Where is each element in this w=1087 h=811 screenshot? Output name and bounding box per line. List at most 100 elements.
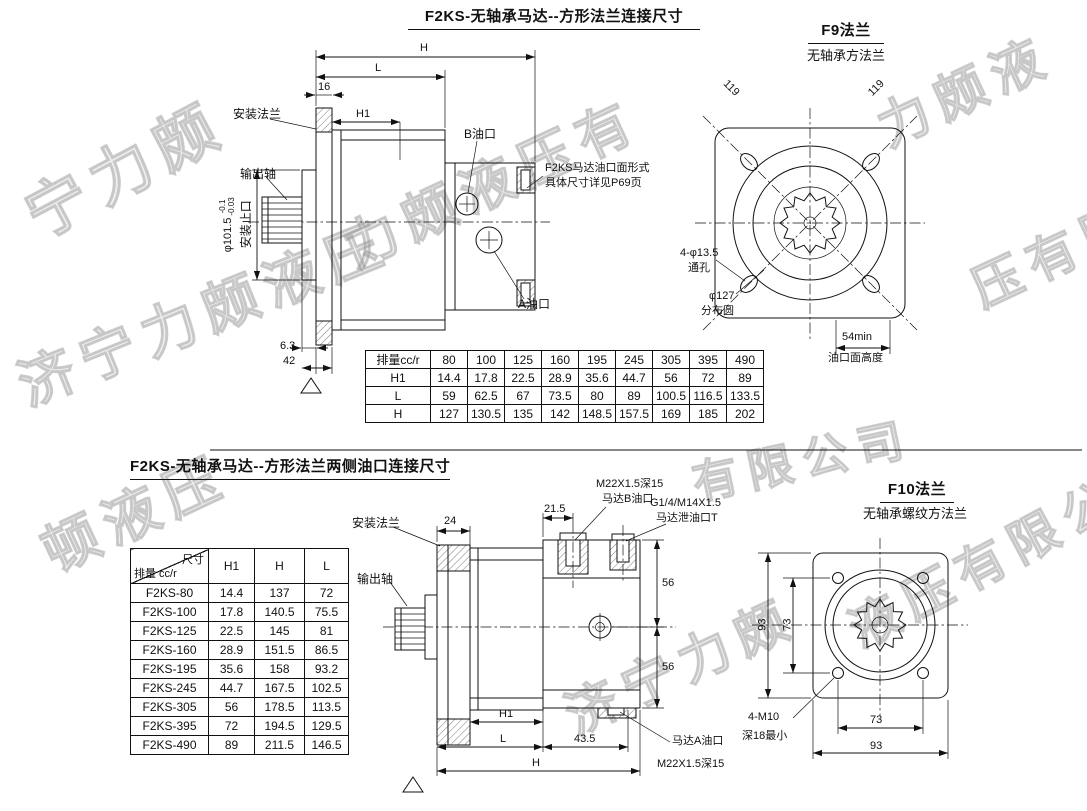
dim-h-label: H — [420, 42, 428, 54]
dim-l-label: L — [375, 62, 382, 74]
mounting-flange-label: 安装法兰 — [233, 107, 282, 121]
top-side-view-art — [248, 50, 550, 394]
table-cell: 100 — [467, 350, 505, 369]
f9-holes-label-line2: 通孔 — [688, 262, 710, 274]
dim-h1-label-2: H1 — [499, 708, 514, 720]
table-cell: 195 — [578, 350, 616, 369]
table-cell: 137 — [254, 583, 305, 603]
f10-holes-label-line2: 深18最小 — [742, 730, 788, 742]
table-cell: 102.5 — [304, 678, 349, 698]
spigot-fit-label: 安装止口 — [238, 200, 253, 249]
output-shaft-label-2: 输出轴 — [357, 572, 394, 586]
dim-24-label: 24 — [444, 515, 457, 527]
spigot-tolerance: -0.1-0.03 — [218, 197, 236, 216]
table-cell: 89 — [208, 735, 255, 755]
table-cell: H1 — [365, 368, 431, 387]
b-port-thread-label: M22X1.5深15 — [596, 478, 664, 490]
table-cell: F2KS-245 — [130, 678, 209, 698]
table-cell: 44.7 — [615, 368, 653, 387]
bottom-section-title: F2KS-无轴承马达--方形法兰两侧油口连接尺寸 — [130, 458, 451, 480]
dim-21-5-label: 21.5 — [544, 503, 566, 515]
table-cell: F2KS-100 — [130, 602, 209, 622]
table-cell: L — [365, 386, 431, 405]
table-cell: H — [365, 404, 431, 423]
table-cell: 133.5 — [726, 386, 764, 405]
table-cell: 28.9 — [208, 640, 255, 660]
dim-l-label-2: L — [500, 733, 507, 745]
drain-port-thread-label: G1/4/M14X1.5 — [650, 497, 721, 509]
port-face-note-line1: F2KS马达油口面形式 — [545, 162, 650, 174]
table-header-row: 尺寸 排量 cc/r H1 H L — [130, 548, 349, 584]
table-cell: 14.4 — [208, 583, 255, 603]
table-cell: 142 — [541, 404, 579, 423]
table-cell: F2KS-160 — [130, 640, 209, 660]
table-cell: 67 — [504, 386, 542, 405]
corner-label-size: 尺寸 — [182, 554, 204, 566]
table-cell: 151.5 — [254, 640, 305, 660]
column-header-l: L — [304, 548, 349, 584]
table-cell: 305 — [652, 350, 690, 369]
table-cell: 75.5 — [304, 602, 349, 622]
a-port-name-label: 马达A油口 — [672, 735, 724, 747]
column-header-h1: H1 — [208, 548, 255, 584]
table-cell: 59 — [430, 386, 468, 405]
dim-h1-label: H1 — [356, 108, 371, 120]
table-cell: 56 — [652, 368, 690, 387]
table-cell: 116.5 — [689, 386, 727, 405]
table-cell: 158 — [254, 659, 305, 679]
table-cell: 17.8 — [208, 602, 255, 622]
f10-flange-subtitle: 无轴承螺纹方法兰 — [862, 506, 967, 521]
table-cell: 72 — [304, 583, 349, 603]
f9-holes-label-line1: 4-φ13.5 — [680, 247, 719, 259]
b-port-label: B油口 — [464, 127, 497, 141]
f9-flange-subtitle: 无轴承方法兰 — [806, 48, 885, 63]
table-cell: 35.6 — [208, 659, 255, 679]
dim-16-label: 16 — [318, 81, 331, 93]
a-port-label: A油口 — [518, 297, 551, 311]
dim-56-lower-label: 56 — [662, 661, 675, 673]
table-cell: 127 — [430, 404, 468, 423]
table-cell: 14.4 — [430, 368, 468, 387]
table-cell: 130.5 — [467, 404, 505, 423]
spigot-diameter-value: φ101.5 — [221, 217, 234, 253]
table-cell: 100.5 — [652, 386, 690, 405]
table-cell: 72 — [208, 716, 255, 736]
column-header-h: H — [254, 548, 305, 584]
dim-93-left-label: 93 — [756, 618, 769, 631]
dim-6-3-label: 6.3 — [280, 340, 296, 352]
table-cell: 202 — [726, 404, 764, 423]
table-cell: 81 — [304, 621, 349, 641]
table-cell: 135 — [504, 404, 542, 423]
table-cell: 245 — [615, 350, 653, 369]
table-cell: 44.7 — [208, 678, 255, 698]
table-cell: 148.5 — [578, 404, 616, 423]
table-cell: 167.5 — [254, 678, 305, 698]
a-port-thread-label: M22X1.5深15 — [657, 758, 725, 770]
table-cell: 62.5 — [467, 386, 505, 405]
dim-73-left-label: 73 — [781, 618, 794, 631]
port-face-height-label: 油口面高度 — [828, 352, 883, 364]
f9-bolt-circle-label-line1: φ127 — [709, 290, 735, 302]
dim-42-label: 42 — [283, 355, 296, 367]
corner-label-displacement: 排量 cc/r — [134, 568, 177, 580]
table-cell: 22.5 — [208, 621, 255, 641]
table-cell: 17.8 — [467, 368, 505, 387]
spigot-diameter-label: φ101.5-0.1-0.03 — [218, 155, 237, 295]
table-cell: 93.2 — [304, 659, 349, 679]
b-port-name-label: 马达B油口 — [602, 493, 654, 505]
table-cell: 86.5 — [304, 640, 349, 660]
f10-holes-label-line1: 4-M10 — [748, 711, 780, 723]
f9-flange-view-art — [695, 108, 925, 354]
table-cell: 89 — [726, 368, 764, 387]
table-cell: 35.6 — [578, 368, 616, 387]
